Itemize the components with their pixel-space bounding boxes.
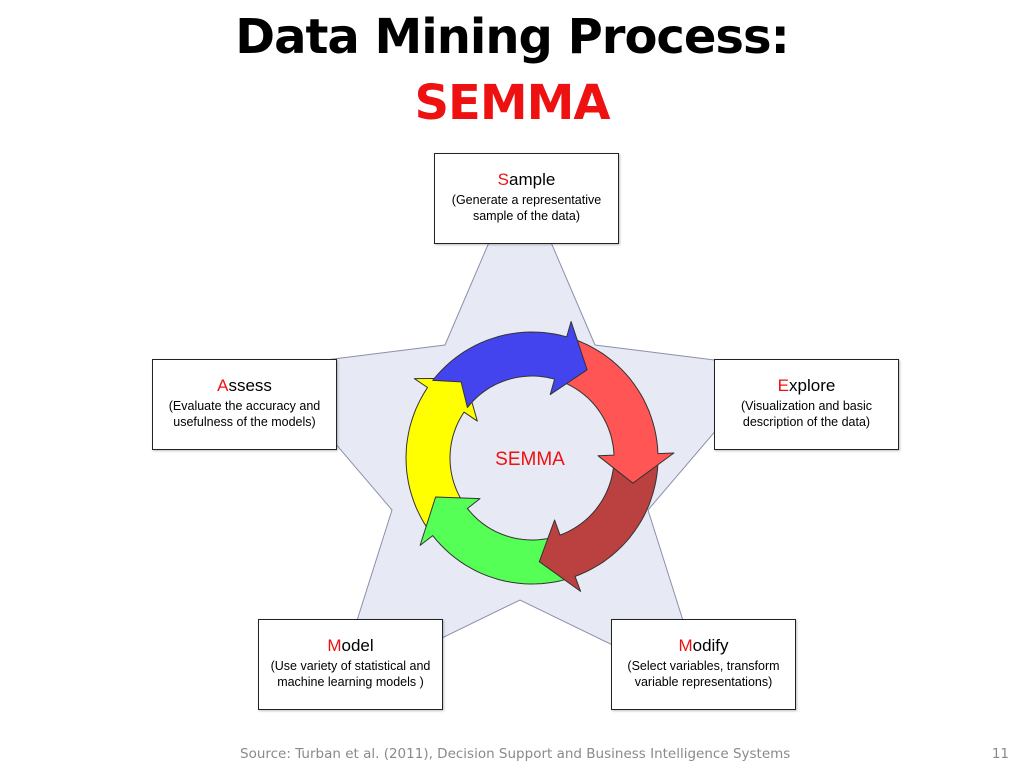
step-desc-line: sample of the data) [472, 209, 580, 223]
page-number: 11 [991, 746, 1009, 762]
step-desc-line: variable representations) [634, 675, 773, 689]
blue-arrow [432, 321, 588, 408]
source-note: Source: Turban et al. (2011), Decision S… [240, 746, 791, 762]
step-box-modify: Modify (Select variables, transform vari… [611, 619, 796, 710]
step-desc-line: description of the data) [742, 415, 871, 429]
step-desc-explore: (Visualization and basic description of … [715, 398, 898, 430]
step-initial-explore: E [777, 376, 790, 395]
step-box-assess: Assess (Evaluate the accuracy and useful… [152, 359, 337, 450]
step-rest-assess: ssess [228, 376, 272, 395]
step-rest-sample: ample [509, 170, 556, 189]
step-desc-sample: (Generate a representative sample of the… [435, 192, 618, 224]
step-desc-line: (Use variety of statistical and [270, 659, 431, 673]
step-title-sample: Sample [435, 170, 618, 190]
step-desc-line: (Generate a representative [451, 193, 602, 207]
green-arrow [419, 496, 568, 585]
step-rest-model: odel [341, 636, 374, 655]
yellow-arrow [405, 377, 478, 529]
dark-red-arrow [538, 460, 659, 592]
step-initial-sample: S [497, 170, 510, 189]
center-label: SEMMA [495, 449, 565, 470]
title-line-1: Data Mining Process: [235, 9, 790, 65]
step-desc-line: (Select variables, transform [627, 659, 780, 673]
step-initial-model: M [327, 636, 342, 655]
step-rest-modify: odify [692, 636, 729, 655]
red-arrow [559, 339, 675, 484]
step-title-model: Model [259, 636, 442, 656]
step-desc-line: usefulness of the models) [173, 415, 316, 429]
cycle-arrows [405, 321, 675, 592]
step-title-assess: Assess [153, 376, 336, 396]
step-title-modify: Modify [612, 636, 795, 656]
step-box-sample: Sample (Generate a representative sample… [434, 153, 619, 244]
slide-title: Data Mining Process: SEMMA [0, 4, 1024, 136]
step-box-model: Model (Use variety of statistical and ma… [258, 619, 443, 710]
step-desc-model: (Use variety of statistical and machine … [259, 658, 442, 690]
background-star [269, 168, 771, 691]
step-desc-line: machine learning models ) [277, 675, 424, 689]
step-desc-modify: (Select variables, transform variable re… [612, 658, 795, 690]
step-desc-line: (Visualization and basic [740, 399, 873, 413]
step-initial-modify: M [678, 636, 693, 655]
step-desc-assess: (Evaluate the accuracy and usefulness of… [153, 398, 336, 430]
step-desc-line: (Evaluate the accuracy and [168, 399, 321, 413]
step-initial-assess: A [217, 376, 229, 395]
step-box-explore: Explore (Visualization and basic descrip… [714, 359, 899, 450]
step-title-explore: Explore [715, 376, 898, 396]
title-line-2: SEMMA [414, 75, 610, 131]
step-rest-explore: xplore [789, 376, 836, 395]
